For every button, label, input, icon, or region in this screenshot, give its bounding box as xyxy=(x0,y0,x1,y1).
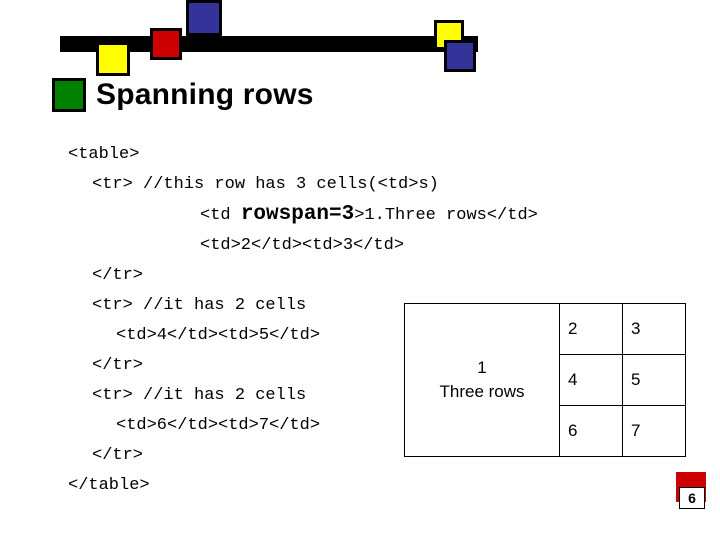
code-line: </table> xyxy=(68,476,150,495)
code-fragment: <td xyxy=(200,206,241,225)
table-cell: 2 xyxy=(559,303,623,355)
code-fragment: >1.Three rows</td> xyxy=(354,206,538,225)
page-title: Spanning rows xyxy=(96,78,314,111)
code-line-rowspan: <td rowspan=3>1.Three rows</td> xyxy=(68,200,538,231)
decorative-square-red xyxy=(150,28,182,60)
table-cell: 7 xyxy=(622,405,686,457)
table-cell: 5 xyxy=(622,354,686,406)
code-line: <tr> //it has 2 cells xyxy=(92,386,307,405)
decorative-square-blue-right xyxy=(444,40,476,72)
decorative-square-blue-top xyxy=(186,0,222,36)
code-line: </tr> xyxy=(92,446,144,465)
table-cell: 6 xyxy=(559,405,623,457)
code-line: <table> xyxy=(68,145,140,164)
code-listing: <table> <tr> //this row has 3 cells(<td>s… xyxy=(68,140,538,501)
code-line: <tr> //it has 2 cells xyxy=(92,296,307,315)
code-keyword-rowspan: rowspan=3 xyxy=(240,203,355,226)
table-row: 4 5 xyxy=(405,354,686,406)
code-line: </tr> xyxy=(92,266,144,285)
decorative-square-green xyxy=(52,78,86,112)
page-number-badge: 6 xyxy=(679,487,705,509)
code-line: <td>2</td><td>3</td> xyxy=(200,236,405,255)
rowspan-number: 1 xyxy=(477,358,487,377)
code-line: <tr> //this row has 3 cells(<td>s) xyxy=(92,175,439,194)
rowspan-label: Three rows xyxy=(439,382,525,401)
code-line: <td>6</td><td>7</td> xyxy=(116,416,321,435)
code-line: <td>4</td><td>5</td> xyxy=(116,326,321,345)
table-cell: 4 xyxy=(559,354,623,406)
decorative-square-yellow-left xyxy=(96,42,130,76)
code-line: </tr> xyxy=(92,356,144,375)
table-cell: 3 xyxy=(622,303,686,355)
table-row: 6 7 xyxy=(405,405,686,457)
